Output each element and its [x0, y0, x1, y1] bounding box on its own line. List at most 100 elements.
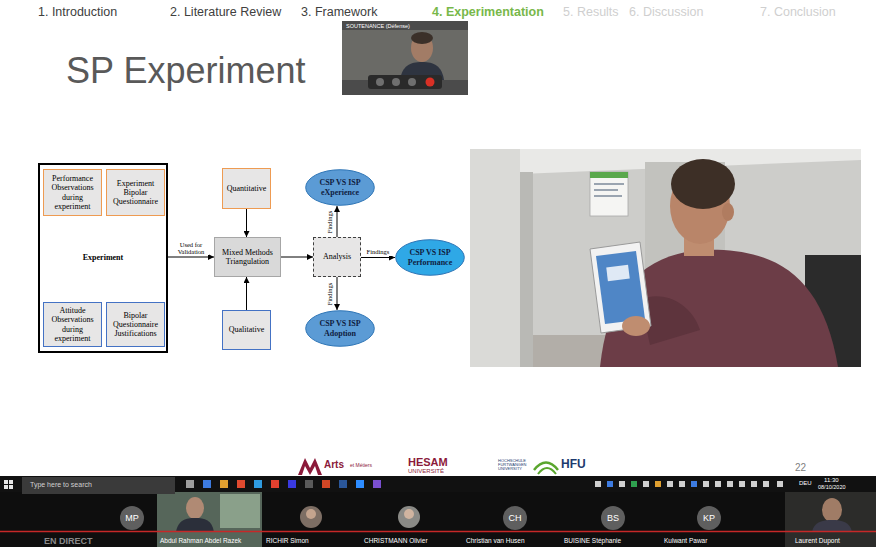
node-text: MP	[125, 513, 139, 523]
live-bar	[0, 531, 876, 533]
experiment-frame: Experiment Performance Observations durin…	[38, 163, 168, 353]
node-text: Bipolar Questionnaire Justifications	[109, 311, 162, 339]
edge-label: Used for Validation	[173, 241, 209, 255]
participant-name: BUISINE Stéphanie	[564, 537, 621, 544]
node-text: Qualitative	[229, 325, 265, 334]
video-button	[408, 78, 416, 86]
connector	[168, 257, 214, 258]
logo-text: HESAM	[408, 456, 448, 469]
taskbar-icon	[373, 480, 381, 488]
taskbar-icon	[356, 480, 364, 488]
tray-icon	[607, 481, 613, 487]
participant-avatar-face	[306, 509, 316, 519]
edge-label: Findings	[326, 210, 333, 233]
nav-tab: 3. Framework	[301, 5, 377, 19]
tray-icon	[631, 481, 637, 487]
photo-poster-line	[594, 183, 624, 185]
participant-body	[812, 520, 852, 532]
photo-screen-content	[606, 265, 630, 282]
taskbar-icon	[254, 480, 262, 488]
photo-wall	[470, 149, 520, 367]
process-box: Mixed Methods Triangulation	[214, 237, 281, 277]
tray-icon	[777, 481, 783, 487]
photo-poster-line	[594, 195, 622, 197]
node-text: CSP VS ISP eXperience	[311, 178, 369, 196]
node-text: KP	[703, 513, 715, 523]
tray-icon	[691, 481, 697, 487]
tray-icon	[727, 481, 733, 487]
start-icon	[4, 485, 8, 489]
connector	[337, 206, 338, 237]
start-icon	[4, 480, 8, 484]
page-number: 22	[795, 462, 806, 474]
participant-name: CHRISTMANN Olivier	[364, 537, 428, 544]
photo-poster-band	[590, 172, 628, 178]
nav-tab: 7. Conclusion	[760, 5, 836, 19]
experiment-photo	[470, 149, 861, 367]
edge-label: Findings	[326, 282, 333, 305]
process-box: Attitude Observations during experiment	[43, 302, 102, 347]
taskbar-icon	[271, 480, 279, 488]
participant-video	[785, 492, 876, 547]
photo-tablet-screen	[596, 251, 645, 324]
participant-avatar-face	[404, 509, 414, 519]
video-button	[376, 78, 384, 86]
photo-hand	[622, 316, 650, 336]
tray-icon	[619, 481, 625, 487]
tray-icon	[763, 481, 769, 487]
start-icon	[9, 485, 13, 489]
logo-text: UNIVERSITÉ	[408, 468, 444, 475]
connector	[246, 209, 247, 237]
participant-strip	[0, 492, 876, 547]
logo-text: HOCHSCHULE FURTWANGEN UNIVERSITY	[498, 459, 532, 472]
node-text: Experiment Bipolar Questionnaire	[109, 179, 162, 207]
ellipse-shape	[306, 170, 375, 206]
slide-ground	[0, 0, 876, 476]
participant-name: RICHIR Simon	[266, 537, 309, 544]
video-button	[392, 78, 400, 86]
video-room	[342, 30, 468, 80]
tray-icon	[739, 481, 745, 487]
participant-avatar	[300, 506, 322, 528]
node-text: Analysis	[323, 252, 351, 261]
node-text: BS	[607, 513, 619, 523]
photo-ground	[470, 149, 861, 367]
edge-label: Findings	[363, 248, 393, 255]
tray-icon	[751, 481, 757, 487]
node-text: Quantitative	[227, 184, 267, 193]
taskbar-icon	[203, 480, 211, 488]
tray-icon	[643, 481, 649, 487]
photo-door-frame	[520, 172, 533, 367]
participant-head	[186, 497, 204, 519]
finding-ellipse: CSP VS ISP Performance	[395, 239, 465, 276]
live-badge: EN DIRECT	[44, 536, 93, 546]
node-text: Experiment	[83, 253, 123, 262]
video-hair	[411, 32, 433, 44]
ellipse-shape	[306, 311, 375, 347]
clock-date: 08/10/2020	[818, 484, 846, 490]
avatar-initials: KP	[697, 506, 721, 530]
node-text: Type here to search	[30, 481, 92, 489]
taskbar-icon	[322, 480, 330, 488]
node-text: CSP VS ISP Adoption	[311, 319, 369, 337]
arts-logo-mark	[298, 458, 322, 475]
taskbar-icon	[305, 480, 313, 488]
nav-tab-active: 4. Experimentation	[432, 5, 544, 19]
hangup-button	[426, 78, 435, 87]
video-frame	[342, 21, 468, 95]
node-text: CSP VS ISP Performance	[401, 248, 459, 266]
taskbar-icon	[237, 480, 245, 488]
avatar-initials: MP	[120, 506, 144, 530]
nav-tab: 5. Results	[563, 5, 619, 19]
connector	[281, 257, 313, 258]
process-box: Performance Observations during experime…	[43, 169, 102, 216]
connector	[337, 277, 338, 310]
tray-text: DEU	[799, 480, 812, 487]
node-text: Attitude Observations during experiment	[46, 306, 99, 343]
clock-time: 11:30	[824, 477, 839, 484]
logo-text: Arts	[324, 459, 344, 471]
process-box: Quantitative	[222, 168, 271, 209]
taskbar-icon	[220, 480, 228, 488]
participant-body	[176, 518, 214, 532]
